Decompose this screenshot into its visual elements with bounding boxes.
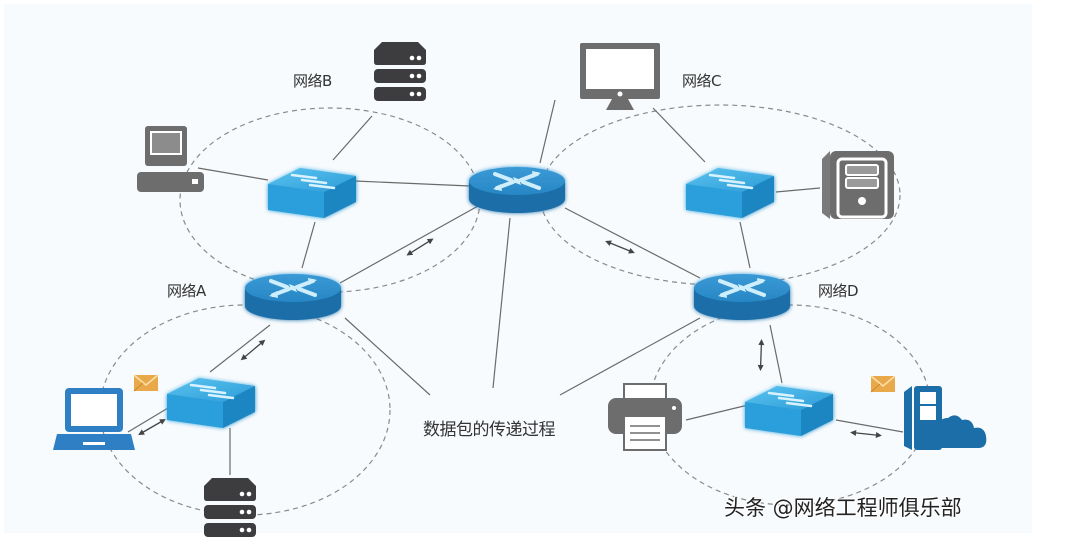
link-routerd-switchd <box>769 324 783 384</box>
packet-arrow-routera-switcha <box>238 336 268 364</box>
link-switchc-towerc <box>775 187 821 193</box>
laptop-icon <box>53 388 135 450</box>
link-routera-switcha <box>209 324 271 373</box>
switch-network-d-icon <box>743 384 835 438</box>
switch-network-c-icon <box>684 166 776 220</box>
watermark: 头条 @网络工程师俱乐部 <box>724 496 962 520</box>
network-c-label: 网络C <box>682 72 721 90</box>
link-switcha-laptopa <box>127 407 169 433</box>
link-routercenter-routerd <box>564 207 701 279</box>
monitor-icon <box>580 43 660 110</box>
center-caption: 数据包的传递过程 <box>423 420 556 440</box>
network-a-ring <box>99 304 391 516</box>
switch-network-b-icon <box>266 166 358 220</box>
switch-network-a-icon <box>165 376 257 430</box>
router-center-icon <box>467 165 567 215</box>
link-routercenter-label <box>492 217 511 389</box>
rack-server-network-b-icon <box>374 42 426 101</box>
rack-server-network-a-icon <box>204 478 256 537</box>
packet-arrow-center-d <box>603 237 637 257</box>
link-routercenter-routera <box>339 205 479 284</box>
printer-icon <box>608 383 682 451</box>
link-switchc-routerd <box>739 221 751 269</box>
router-network-d-icon <box>692 272 792 322</box>
link-switchd-printerd <box>685 404 749 421</box>
packet-arrow-center-a <box>404 235 436 259</box>
link-switchb-routera <box>301 221 316 269</box>
packet-arrow-switchd-cloud <box>849 428 883 440</box>
packet-arrow-switcha-laptop <box>135 415 169 439</box>
link-desktopb-switchb <box>197 167 269 181</box>
link-routera-label <box>344 317 431 396</box>
router-network-a-icon <box>243 272 343 322</box>
diagram-panel <box>4 4 1032 533</box>
tower-server-icon <box>822 151 894 219</box>
network-b-label: 网络B <box>293 72 332 90</box>
link-routercenter-monitorc <box>539 99 556 164</box>
envelope-network-a-icon <box>133 374 159 392</box>
link-monitorc-switchc <box>652 107 706 163</box>
link-routerd-label <box>559 317 701 396</box>
envelope-network-d-icon <box>870 375 896 393</box>
network-a-label: 网络A <box>167 282 206 300</box>
desktop-pc-icon <box>137 126 204 192</box>
link-serverb-switchb <box>332 115 373 161</box>
network-d-label: 网络D <box>818 282 859 300</box>
cloud-server-icon <box>904 386 987 450</box>
packet-arrow-routerd-switchd <box>756 338 766 372</box>
link-switchb-routercenter <box>354 180 471 187</box>
link-switchd-cloudd <box>835 419 904 433</box>
